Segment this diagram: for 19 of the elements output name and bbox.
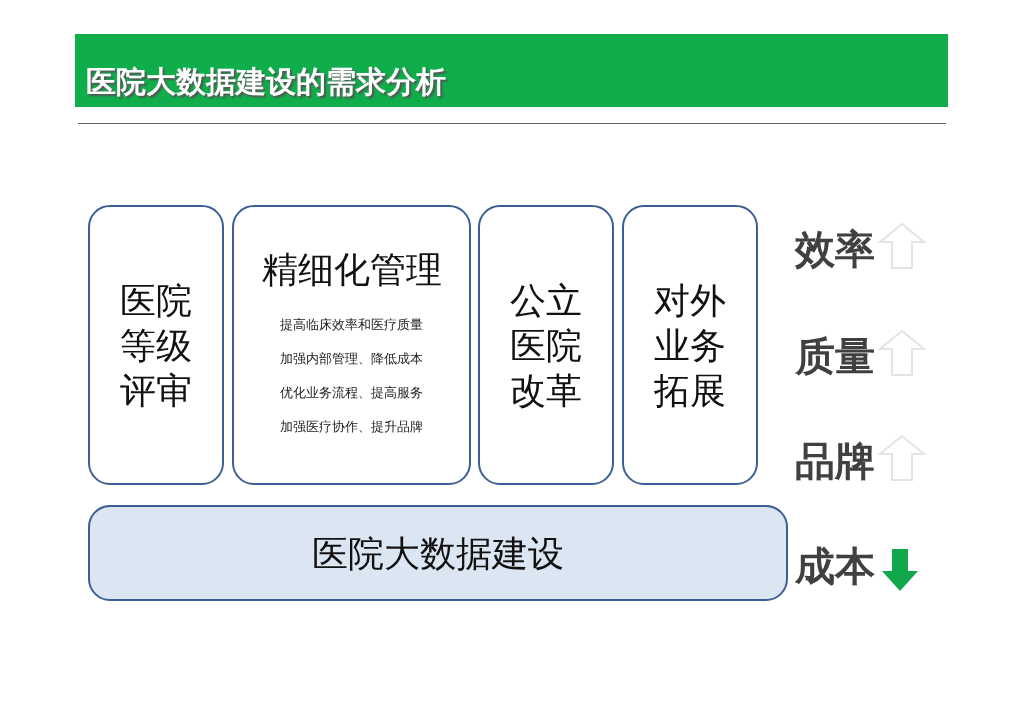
indicator-label: 质量 bbox=[795, 332, 875, 381]
foundation-box bbox=[88, 505, 788, 601]
indicator-label: 成本 bbox=[795, 542, 875, 591]
box-heading: 医院大数据建设 bbox=[312, 531, 564, 576]
requirement-box bbox=[232, 205, 471, 485]
box-heading: 精细化管理 bbox=[261, 247, 442, 292]
list-item: 优化业务流程、提高服务 bbox=[280, 383, 423, 402]
indicator-label: 品牌 bbox=[795, 437, 875, 486]
requirement-box bbox=[88, 205, 224, 485]
list-item: 加强医疗协作、提升品牌 bbox=[280, 417, 423, 436]
box-heading: 公立医院改革 bbox=[510, 278, 582, 413]
box-heading: 对外业务拓展 bbox=[654, 278, 726, 413]
indicator-label: 效率 bbox=[795, 225, 875, 274]
title: 医院大数据建设的需求分析 bbox=[86, 63, 446, 101]
list-item: 提高临床效率和医疗质量 bbox=[280, 315, 423, 334]
list-item: 加强内部管理、降低成本 bbox=[280, 349, 423, 368]
box-heading: 医院等级评审 bbox=[120, 278, 192, 413]
requirement-box bbox=[622, 205, 758, 485]
requirement-box bbox=[478, 205, 614, 485]
